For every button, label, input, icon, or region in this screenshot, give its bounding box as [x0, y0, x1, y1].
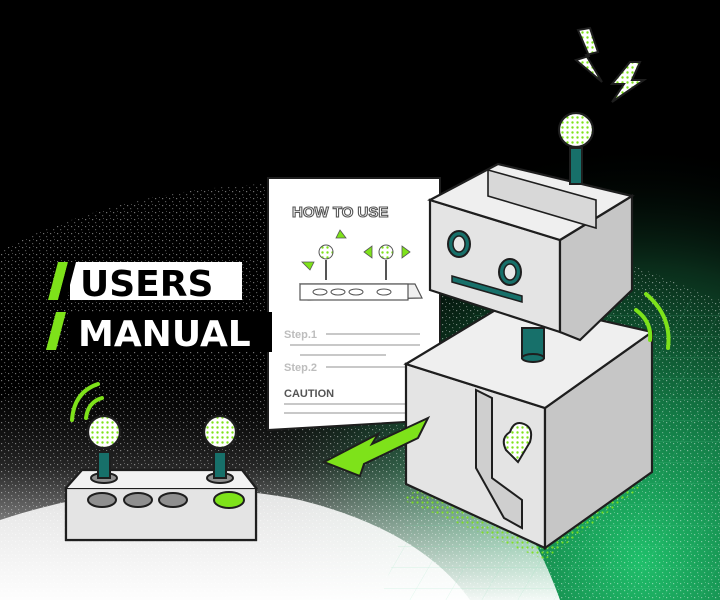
signal-waves-icon — [70, 382, 104, 422]
heart-icon — [502, 422, 533, 464]
manual-heading: HOW TO USE — [292, 204, 388, 221]
arrow-icon — [321, 415, 431, 478]
manual-step-1: Step.1 — [284, 329, 317, 341]
title-block: USERS MANUAL — [46, 262, 272, 355]
joystick-icon — [86, 414, 122, 484]
controller — [64, 382, 259, 542]
robot — [402, 111, 655, 560]
manual-caution: CAUTION — [284, 388, 334, 400]
title-line-2: MANUAL — [78, 314, 251, 355]
title-line-1: USERS — [80, 264, 213, 305]
joystick-icon — [202, 414, 238, 484]
signal-waves-icon — [634, 292, 671, 350]
lightning-icon — [573, 26, 648, 103]
joystick-icon — [299, 229, 423, 301]
manual-step-2: Step.2 — [284, 362, 317, 374]
